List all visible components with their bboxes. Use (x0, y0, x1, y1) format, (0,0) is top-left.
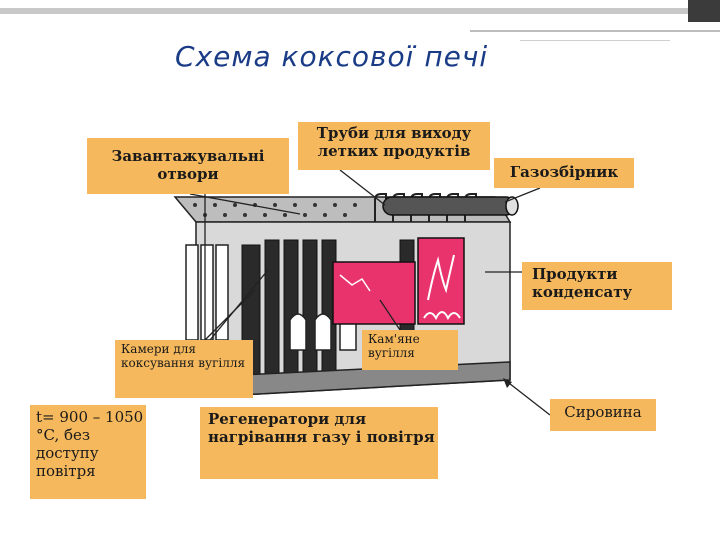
label-condensate: Продукти конденсату (522, 262, 672, 310)
left-flues (185, 244, 229, 341)
label-outlet-pipes: Труби для виходу летких продуктів (298, 122, 490, 170)
label-raw-material: Сировина (550, 399, 656, 431)
label-coking-chambers: Камери для коксування вугілля (115, 340, 253, 398)
decor-line (470, 30, 720, 32)
gas-collector-pipe (382, 196, 519, 216)
top-band (0, 8, 700, 14)
top-decoration (0, 0, 720, 41)
label-coal: Кам'яне вугілля (362, 330, 458, 370)
label-gas-collector: Газозбірник (494, 158, 634, 188)
slide-title: Схема коксової печі (175, 40, 489, 73)
top-corner (688, 0, 720, 22)
coking-chambers (332, 237, 465, 325)
label-loading-holes: Завантажувальні отвори (87, 138, 289, 194)
decor-line (520, 40, 670, 41)
label-regenerators: Регенератори для нагрівання газу і повіт… (200, 407, 438, 479)
label-temperature: t= 900 – 1050 °C, без доступу повітря (30, 405, 146, 499)
